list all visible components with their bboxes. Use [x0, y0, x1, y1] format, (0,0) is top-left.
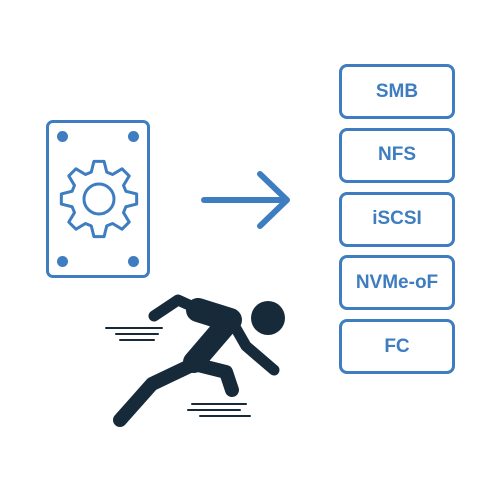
screw-top-left — [57, 131, 68, 142]
protocol-fc: FC — [339, 319, 455, 374]
speed-lines — [105, 327, 251, 417]
protocol-list: SMB NFS iSCSI NVMe-oF FC — [339, 64, 455, 374]
arrow-right-icon — [201, 171, 290, 229]
protocol-smb: SMB — [339, 64, 455, 119]
screw-bottom-left — [57, 256, 68, 267]
protocol-iscsi: iSCSI — [339, 191, 455, 247]
gear-icon — [59, 159, 139, 239]
screw-bottom-right — [128, 256, 139, 267]
storage-device-icon — [46, 120, 150, 278]
sprinting-runner-icon — [105, 294, 285, 427]
protocol-nvme-of: NVMe-oF — [339, 255, 455, 311]
screw-top-right — [128, 131, 139, 142]
protocol-nfs: NFS — [339, 127, 455, 183]
